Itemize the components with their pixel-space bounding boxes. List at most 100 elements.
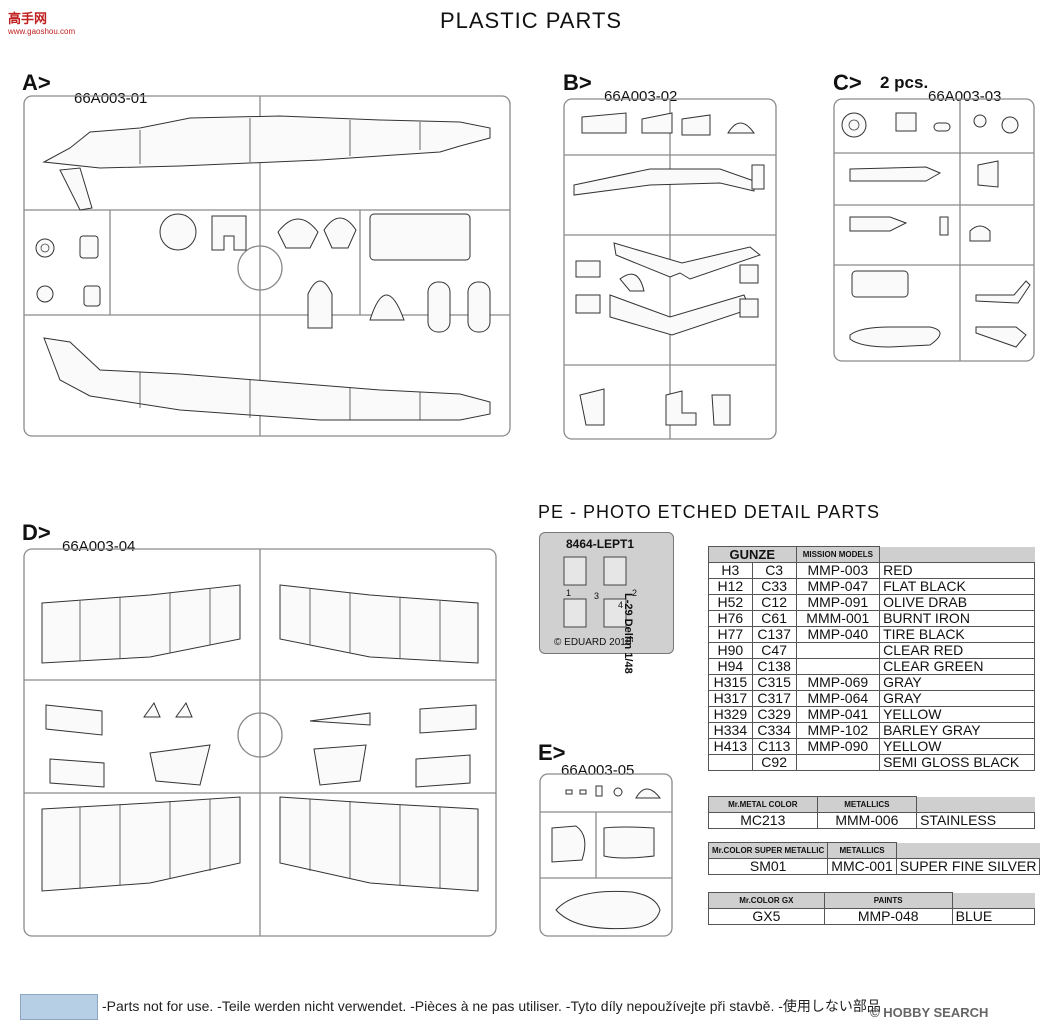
sprue-a-letter: A> [22, 70, 51, 95]
sprue-e-code: 66A003-05 [561, 762, 635, 779]
paint-gunze-h-code: H315 [708, 674, 753, 691]
paint-mission-code: MMP-041 [795, 706, 881, 723]
paint3-code: SM01 [707, 858, 829, 875]
sprue-c-letter: C> [833, 70, 862, 95]
paint-color-name: FLAT BLACK [879, 578, 1035, 595]
sprue-b-code: 66A003-02 [604, 88, 678, 105]
paint-color-name: YELLOW [879, 738, 1035, 755]
paint-gunze-h-code: H76 [708, 610, 753, 627]
paint-gunze-c-code: C92 [751, 754, 797, 771]
logo-url: www.gaoshou.com [8, 27, 76, 36]
sprue-c-quantity: 2 pcs. [880, 73, 929, 92]
paint-gunze-h-code: H52 [708, 594, 753, 611]
paint-gunze-h-code: H334 [708, 722, 753, 739]
watermark: © HOBBY SEARCH [870, 1005, 989, 1020]
sprue-c-drawing [830, 95, 1038, 365]
paint-gunze-c-code: C315 [751, 674, 797, 691]
paint-color-name: BARLEY GRAY [879, 722, 1035, 739]
paint-table-metal-color: Mr.METAL COLOR METALLICS MC213 MMM-006 S… [708, 796, 1035, 829]
paint-mission-code [795, 642, 881, 659]
paint3-header-line: METALLICS [827, 842, 897, 859]
paint-color-name: BURNT IRON [879, 610, 1035, 627]
paint-gunze-c-code: C113 [751, 738, 797, 755]
paint-mission-code: MMP-091 [795, 594, 881, 611]
paint-mission-code: MMP-090 [795, 738, 881, 755]
paint-gunze-c-code: C317 [751, 690, 797, 707]
paint2-mission: MMM-006 [816, 812, 918, 829]
pe-fret-copyright: © EDUARD 2018 [554, 637, 632, 648]
site-logo: 高手网 www.gaoshou.com [8, 8, 75, 36]
paint-mission-code: MMM-001 [795, 610, 881, 627]
paint-table-gx: Mr.COLOR GX PAINTS GX5 MMP-048 BLUE [708, 892, 1036, 925]
paint-gunze-h-code: H317 [708, 690, 753, 707]
paint-color-name: CLEAR RED [879, 642, 1035, 659]
paint-gunze-c-code: C47 [751, 642, 797, 659]
paint-mission-code [795, 754, 881, 771]
paint-mission-code: MMP-102 [795, 722, 881, 739]
paint-gunze-h-code: H94 [708, 658, 753, 675]
pe-fret-number-4: 4 [618, 600, 624, 610]
pe-fret-number-2: 2 [632, 588, 638, 598]
paint-gunze-h-code: H3 [708, 562, 753, 579]
paint-color-name: RED [879, 562, 1035, 579]
paint-mission-code: MMP-047 [795, 578, 881, 595]
page-title: PLASTIC PARTS [439, 8, 623, 33]
paint4-mission: MMP-048 [823, 908, 953, 925]
paint-gunze-c-code: C33 [751, 578, 797, 595]
paint-gunze-c-code: C334 [751, 722, 797, 739]
paint-color-name: GRAY [879, 690, 1035, 707]
unused-parts-swatch [20, 994, 98, 1020]
paint-mission-code: MMP-069 [795, 674, 881, 691]
sprue-d-letter: D> [22, 520, 51, 545]
paint2-header-brand: Mr.METAL COLOR [708, 796, 818, 813]
pe-fret-number-3: 3 [594, 591, 600, 601]
logo-text: 高手网 [8, 11, 48, 26]
paint-gunze-c-code: C137 [751, 626, 797, 643]
pe-fret-code: 8464-LEPT1 [566, 537, 635, 551]
paint-gunze-c-code: C12 [751, 594, 797, 611]
sprue-e-letter: E> [538, 740, 566, 765]
paint-gunze-h-code: H77 [708, 626, 753, 643]
paint-gunze-h-code: H413 [708, 738, 753, 755]
pe-fret: 8464-LEPT1 1 2 3 4 L-29 Delfin 1/48 © ED… [539, 532, 674, 674]
paint3-color-name: SUPER FINE SILVER [895, 858, 1041, 875]
table-row: MC213 MMM-006 STAINLESS [708, 812, 1035, 829]
paint-color-name: OLIVE DRAB [879, 594, 1035, 611]
sprue-d-drawing [20, 545, 500, 940]
table-row: SM01 MMC-001 SUPER FINE SILVER [707, 858, 1041, 875]
paint-table-super-metallic: Mr.COLOR SUPER METALLIC METALLICS SM01 M… [707, 842, 1041, 875]
paint2-header-line: METALLICS [816, 796, 918, 813]
pe-section-title: PE - PHOTO ETCHED DETAIL PARTS [538, 502, 881, 522]
sprue-c-code: 66A003-03 [928, 88, 1002, 105]
paint4-header-brand: Mr.COLOR GX [708, 892, 825, 909]
paint-mission-code [795, 658, 881, 675]
sprue-a-code: 66A003-01 [74, 90, 148, 107]
paint3-header-brand: Mr.COLOR SUPER METALLIC [707, 842, 829, 859]
paint3-mission: MMC-001 [827, 858, 897, 875]
paint4-code: GX5 [708, 908, 825, 925]
sprue-a-drawing [20, 90, 515, 440]
paint-color-name: CLEAR GREEN [879, 658, 1035, 675]
paint-gunze-c-code: C3 [751, 562, 797, 579]
paint-mission-code: MMP-003 [795, 562, 881, 579]
sprue-d-code: 66A003-04 [62, 538, 136, 555]
paint-header-blank [879, 546, 1035, 563]
paint-mission-code: MMP-064 [795, 690, 881, 707]
paint4-color-name: BLUE [951, 908, 1036, 925]
table-row: GX5 MMP-048 BLUE [708, 908, 1036, 925]
paint-header-mission: MISSION MODELS [795, 546, 881, 563]
paint-gunze-c-code: C329 [751, 706, 797, 723]
